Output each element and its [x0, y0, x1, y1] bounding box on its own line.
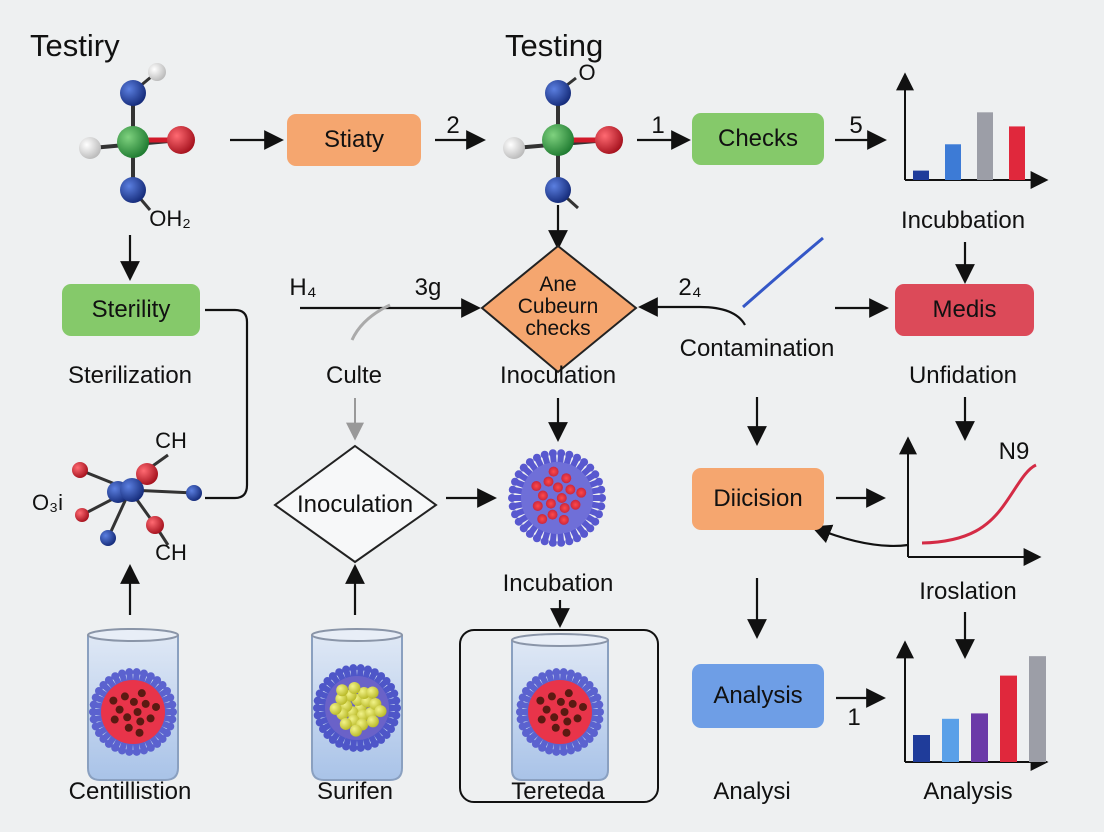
bar-0	[913, 735, 930, 762]
label-n9: N9	[998, 438, 1030, 465]
label-contamination: Contamination	[679, 335, 835, 362]
title-mid: Testing	[505, 28, 604, 63]
label-analysi: Analysi	[713, 778, 791, 805]
inoculation-diamond	[273, 444, 438, 564]
molecule-1-icon	[79, 63, 195, 211]
bar-0	[913, 170, 929, 180]
label-iroslation: Iroslation	[919, 578, 1017, 605]
label-num-1-bottom: 1	[847, 704, 861, 731]
label-3g: 3g	[414, 274, 442, 301]
label-centillistion: Centillistion	[68, 778, 192, 805]
center-diamond-line-2: Cubeurn	[517, 295, 599, 318]
label-ch-bottom: CH	[155, 540, 187, 565]
beaker-right-icon	[511, 633, 609, 781]
molecule-2-icon	[503, 76, 623, 210]
label-inoculation: Inoculation	[499, 362, 617, 389]
center-diamond-text: Ane Cubeurn checks	[518, 274, 599, 340]
sterility-box: Sterility	[62, 284, 200, 336]
diicision-box: Diicision	[692, 468, 824, 530]
medis-box: Medis	[895, 284, 1034, 336]
center-diamond	[480, 244, 638, 374]
label-ch-top: CH	[155, 428, 187, 453]
label-analysis-bottom: Analysis	[923, 778, 1013, 805]
label-num-1: 1	[651, 112, 665, 139]
bar-1	[945, 144, 961, 180]
label-oh2: OH₂	[149, 206, 191, 231]
molecule-3-icon	[72, 453, 202, 546]
label-incubbation: Incubbation	[900, 207, 1026, 234]
label-tereteda: Tereteda	[511, 778, 605, 805]
inoculation-diamond-text: Inoculation	[296, 491, 414, 518]
connectors	[120, 130, 975, 708]
label-incubation: Incubation	[502, 570, 614, 597]
blue-curve	[742, 236, 824, 309]
label-sterilization: Sterilization	[67, 362, 193, 389]
label-h4: H₄	[289, 274, 317, 301]
stiaty-box: Stiaty	[287, 114, 421, 166]
tereteda-frame	[459, 629, 659, 803]
bar-2	[977, 112, 993, 180]
bar-1	[942, 718, 959, 762]
bar-4	[1029, 656, 1046, 762]
label-num-2: 2	[446, 112, 460, 139]
center-diamond-line-3: checks	[525, 317, 591, 340]
grey-curve	[350, 303, 391, 341]
label-o-top: O	[578, 60, 596, 85]
checks-box: Checks	[692, 113, 824, 165]
label-unfidation: Unfidation	[908, 362, 1018, 389]
title-left: Testiry	[30, 28, 120, 63]
chart-bottom-right	[896, 640, 1049, 771]
label-24: 2₄	[678, 274, 702, 301]
virus-icon	[508, 449, 606, 547]
bar-3	[1000, 675, 1017, 762]
beaker-middle-icon	[311, 628, 403, 781]
line-series	[921, 463, 1037, 545]
beaker-left-icon	[87, 628, 179, 781]
label-num-5: 5	[849, 112, 863, 139]
label-o-left: O₃i	[32, 490, 63, 515]
bar-3	[1009, 126, 1025, 180]
label-surifen: Surifen	[316, 778, 394, 805]
chart-middle-right	[899, 436, 1042, 566]
analysis-box: Analysis	[692, 664, 824, 728]
label-culte: Culte	[325, 362, 383, 389]
bar-2	[971, 713, 988, 762]
chart-top-right	[896, 72, 1049, 189]
center-diamond-line-1: Ane	[539, 273, 577, 296]
